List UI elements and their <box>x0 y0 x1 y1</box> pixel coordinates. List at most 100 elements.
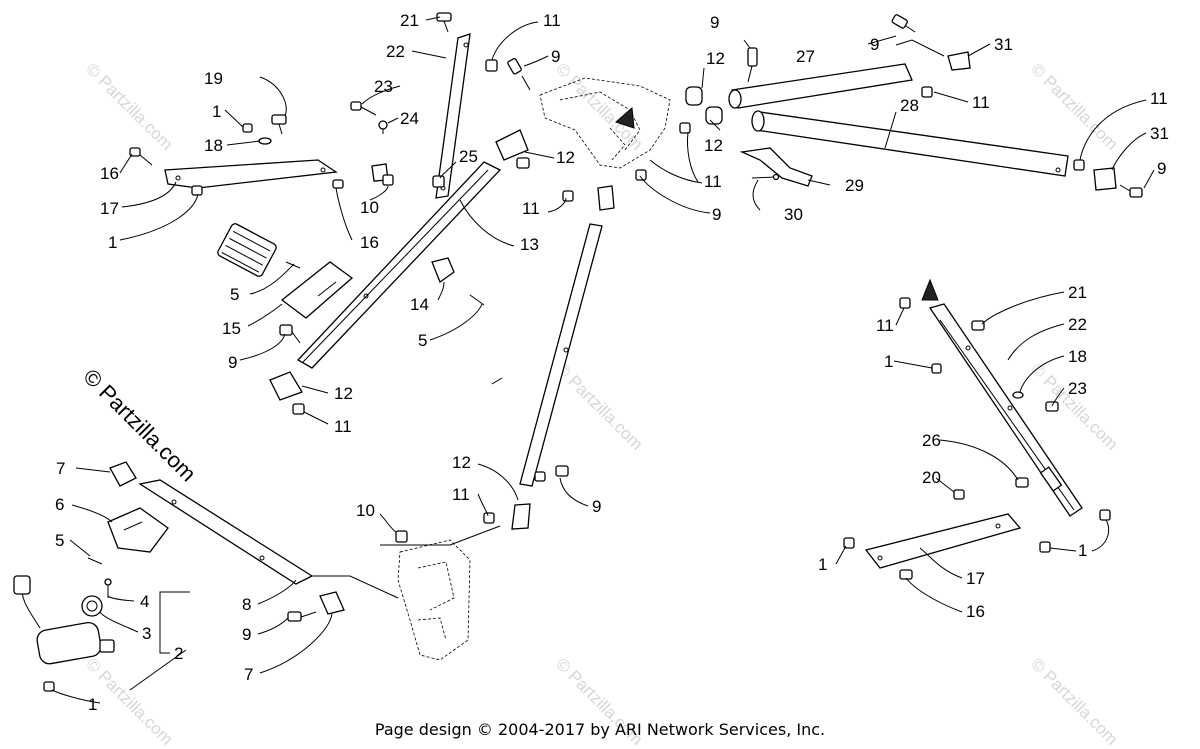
callout-label: 9 <box>242 625 251 644</box>
callout-label: 11 <box>334 417 352 436</box>
callout-label: 25 <box>459 147 478 166</box>
bar-22-top <box>435 33 471 199</box>
bolt-9-tube27 <box>747 47 758 83</box>
bolt-9-top-right <box>891 14 916 33</box>
callout-label: 1 <box>212 102 221 121</box>
callout-label: 23 <box>1068 379 1087 398</box>
cap-31-right <box>1093 167 1117 191</box>
tube-27 <box>728 63 913 109</box>
callout-label: 24 <box>400 109 419 128</box>
callout-label: 5 <box>418 331 427 350</box>
arrow-marker-top <box>615 106 635 129</box>
nut-11-top <box>485 59 498 72</box>
callout-label: 11 <box>543 11 561 30</box>
callout-label: 12 <box>704 136 723 155</box>
nut-25 <box>432 175 445 188</box>
callout-label: 5 <box>55 531 64 550</box>
callout-label: 11 <box>452 485 470 504</box>
callout-label: 3 <box>142 624 151 643</box>
tube-28 <box>751 110 1069 177</box>
washer-18-right <box>1012 391 1024 399</box>
callout-label: 1 <box>108 233 117 252</box>
nut-17-area <box>191 185 203 196</box>
page-footer: Page design © 2004-2017 by ARI Network S… <box>374 720 826 739</box>
callout-label: 21 <box>400 11 419 30</box>
clip-10-top <box>371 163 394 186</box>
callout-label: 4 <box>140 592 149 611</box>
bar-17-right <box>864 513 1022 569</box>
callout-label: 31 <box>1150 124 1169 143</box>
bolt-9-left <box>279 324 301 344</box>
bushing-12-top <box>679 86 723 134</box>
callout-label: 9 <box>870 35 879 54</box>
actuator-2 <box>13 575 115 665</box>
bolt-20 <box>953 489 965 500</box>
callout-label: 16 <box>100 164 119 183</box>
callout-label: 18 <box>1068 347 1087 366</box>
callout-label: 18 <box>204 136 223 155</box>
bolt-26 <box>1015 477 1029 488</box>
callout-label: 6 <box>55 495 64 514</box>
callout-label: 15 <box>222 319 241 338</box>
bolt-23-right <box>1045 401 1059 412</box>
watermark: © Partzilla.com <box>82 59 176 153</box>
callout-label: 20 <box>922 468 941 487</box>
bar-17-left <box>164 159 338 189</box>
tube-center <box>519 223 603 487</box>
nut-1-actuator <box>43 681 55 692</box>
bolt-4 <box>104 578 112 598</box>
callout-label: 11 <box>972 93 990 112</box>
bolt-9-lower <box>287 611 317 622</box>
callout-label: 9 <box>712 205 721 224</box>
callout-label: 16 <box>360 233 379 252</box>
callout-label: 9 <box>551 47 560 66</box>
bolt-16-right-lower <box>899 569 913 580</box>
callout-label: 11 <box>704 172 722 191</box>
relay-block-5 <box>217 223 301 277</box>
end-cap-7-bottom <box>319 591 345 615</box>
watermark-main: © Partzilla.com <box>78 364 201 487</box>
callout-label: 17 <box>100 199 119 218</box>
rivet-24 <box>378 120 388 134</box>
callout-label: 11 <box>522 199 540 218</box>
callout-label: 27 <box>796 47 815 66</box>
bolt-9-right <box>1119 184 1143 198</box>
end-cap-7-top <box>109 461 137 487</box>
clamp-12-center-bottom <box>511 503 531 530</box>
callout-numbers: 21 11 22 9 23 24 25 12 9 12 27 9 31 11 2… <box>55 11 1169 714</box>
callout-label: 9 <box>710 13 719 32</box>
bolt-19 <box>271 114 287 135</box>
pin-5-lower <box>87 557 103 565</box>
watermarks: © Partzilla.com © Partzilla.com © Partzi… <box>82 59 1121 748</box>
watermark: © Partzilla.com <box>1027 359 1121 453</box>
clamp-12-center-top <box>597 185 615 211</box>
nut-11-near-casting <box>635 169 647 181</box>
callout-label: 26 <box>922 431 941 450</box>
callout-label: 29 <box>845 176 864 195</box>
callout-label: 9 <box>1157 159 1166 178</box>
washer-18 <box>258 137 272 145</box>
bolt-16-right <box>332 179 344 189</box>
watermark: © Partzilla.com <box>552 359 646 453</box>
nut-11-right-bar <box>899 297 911 309</box>
bar-22-right <box>928 303 1083 517</box>
callout-label: 7 <box>244 665 253 684</box>
callout-label: 22 <box>1068 315 1087 334</box>
callout-label: 19 <box>204 69 223 88</box>
nut-1-right <box>843 363 1111 553</box>
callout-label: 12 <box>334 384 353 403</box>
bolt-9-center-top <box>507 58 531 91</box>
callout-label: 11 <box>876 316 894 335</box>
callout-label: 7 <box>56 459 65 478</box>
callout-label: 1 <box>88 695 97 714</box>
arrow-marker-right <box>921 278 939 301</box>
callout-label: 21 <box>1068 283 1087 302</box>
callout-label: 9 <box>228 353 237 372</box>
callout-label: 14 <box>410 295 429 314</box>
bolt-9-center <box>555 465 569 477</box>
callout-label: 9 <box>592 497 601 516</box>
callout-label: 5 <box>230 285 239 304</box>
callout-label: 31 <box>994 35 1013 54</box>
callout-label: 12 <box>706 49 725 68</box>
